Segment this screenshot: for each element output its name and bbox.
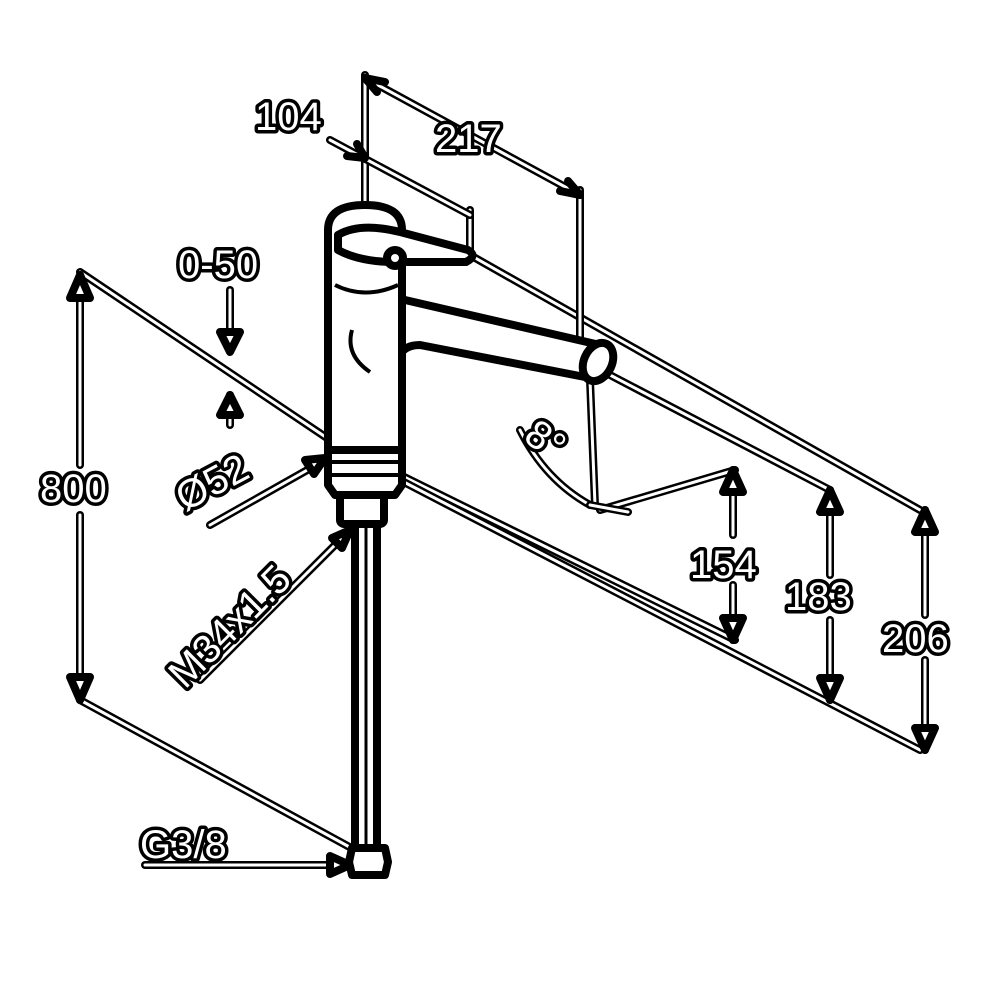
hose-end-extension-line — [76, 696, 359, 854]
dimension-lines — [66, 74, 939, 878]
dimension-206-line — [911, 506, 939, 754]
dimension-angle-arc — [516, 426, 632, 516]
top-extension-line — [466, 251, 924, 514]
supply-hose — [351, 516, 381, 854]
faucet — [324, 201, 618, 879]
label-217: 217 — [435, 117, 502, 161]
spout-extension-line — [606, 371, 834, 494]
dimension-217-line — [361, 74, 584, 199]
deck-extension-line — [76, 268, 334, 444]
extension-lines — [76, 71, 924, 854]
lever-handle — [334, 223, 477, 266]
label-104: 104 — [255, 95, 322, 139]
label-183: 183 — [785, 575, 852, 619]
dimension-connection-leader — [141, 852, 354, 878]
dimension-diameter-leader — [206, 454, 329, 529]
label-206: 206 — [882, 617, 949, 661]
dimension-800-line — [66, 271, 94, 704]
dimension-thread-leader — [196, 526, 354, 684]
label-connection: G3/8 — [140, 823, 227, 867]
label-154: 154 — [690, 543, 757, 587]
outlet-top-extension-line — [596, 466, 739, 514]
dimension-183-line — [816, 486, 844, 704]
outlet-vertical-reference — [586, 376, 599, 509]
label-0-50: 0-50 — [178, 243, 258, 287]
spout-outlet — [578, 338, 618, 386]
label-800: 800 — [40, 467, 107, 511]
hose-connector — [345, 844, 392, 879]
label-thread: M34x1.5 — [160, 557, 300, 697]
dimension-154-line — [719, 466, 747, 644]
label-angle: 8° — [517, 411, 574, 469]
outlet-extension-line — [386, 466, 739, 644]
base-extension-line — [396, 476, 924, 754]
dimension-104-line — [326, 136, 474, 219]
base-ring — [324, 444, 406, 499]
lever-pivot — [383, 246, 407, 270]
dimension-0-50-arrows — [216, 286, 244, 429]
